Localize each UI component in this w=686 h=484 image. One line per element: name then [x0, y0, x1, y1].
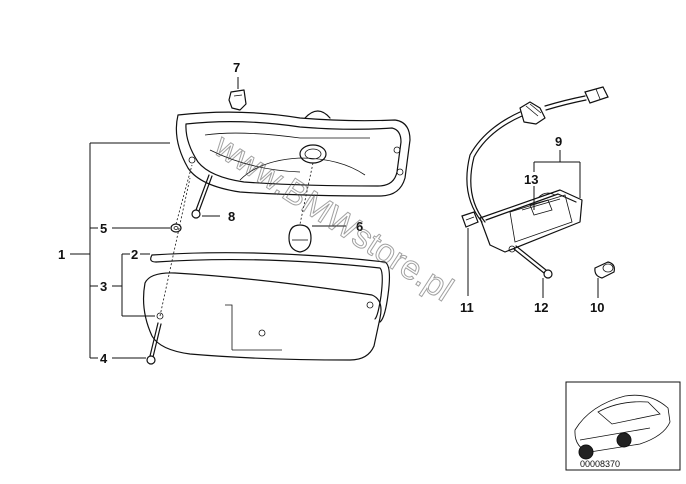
- vehicle-thumbnail: 00008370: [565, 381, 681, 471]
- leader-lines-left: [70, 142, 170, 359]
- callout-8: 8: [228, 209, 235, 224]
- callout-10: 10: [590, 300, 604, 315]
- callout-7: 7: [233, 60, 240, 75]
- callout-3: 3: [100, 279, 107, 294]
- part-8-screw: [191, 174, 220, 219]
- part-2-gasket: [150, 252, 391, 323]
- callout-13: 13: [524, 172, 538, 187]
- callout-5: 5: [100, 221, 107, 236]
- callout-12: 12: [534, 300, 548, 315]
- location-marker-rear: [616, 432, 632, 448]
- callout-2: 2: [131, 247, 138, 262]
- part-4-screw: [146, 177, 191, 365]
- thumbnail-reference-number: 00008370: [580, 459, 620, 469]
- lamp-housing: [175, 110, 411, 197]
- callout-11: 11: [460, 300, 474, 315]
- callout-1: 1: [58, 247, 65, 262]
- callout-4: 4: [100, 351, 108, 366]
- location-marker-front: [578, 444, 594, 460]
- part-6-bulb: [288, 162, 346, 253]
- part-3-lens: [142, 272, 382, 361]
- side-indicator-assembly: [461, 86, 615, 298]
- part-7-clip: [228, 77, 247, 111]
- watermark-text: www.BMWstore.pl: [207, 126, 460, 309]
- callout-6: 6: [356, 219, 363, 234]
- callout-9: 9: [555, 134, 562, 149]
